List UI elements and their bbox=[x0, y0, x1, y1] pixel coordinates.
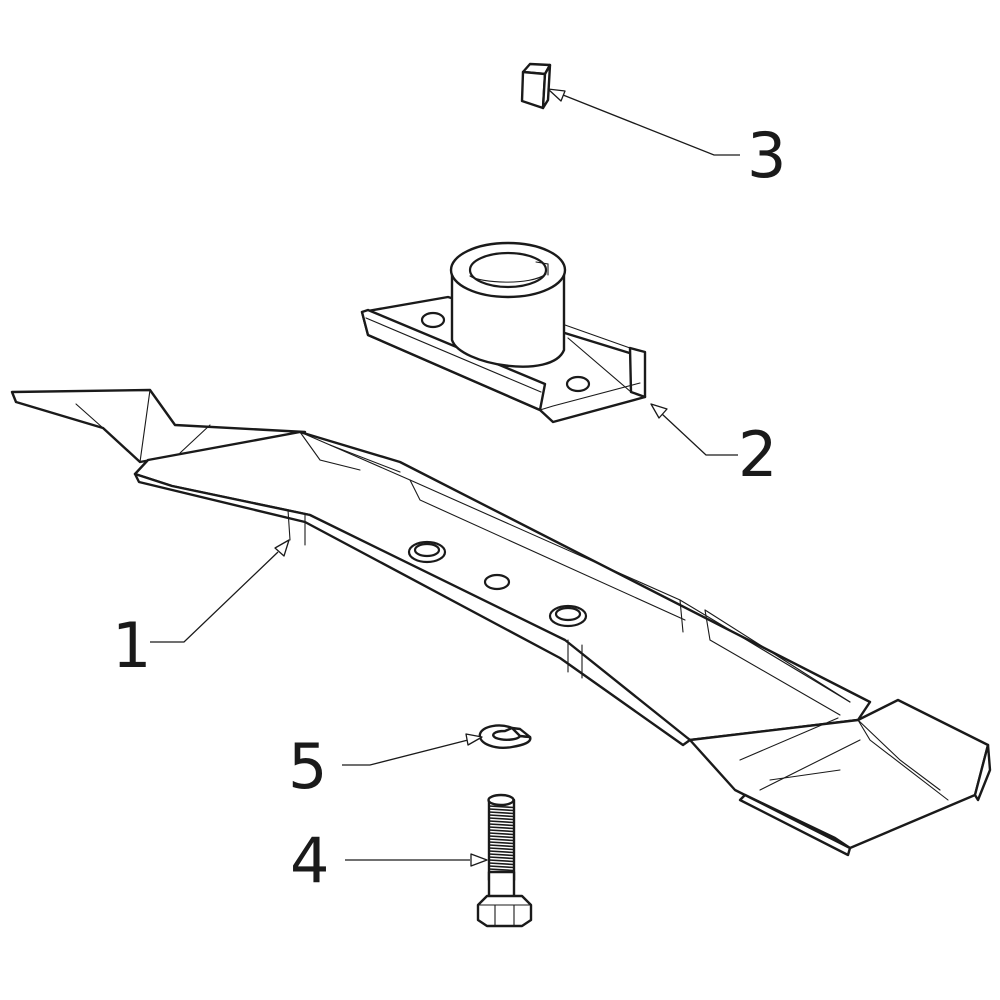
callout-4: 4 bbox=[290, 824, 329, 897]
bolt-thread-line bbox=[488, 811, 515, 815]
bolt-thread-line bbox=[488, 847, 515, 851]
leader-line-5 bbox=[342, 733, 483, 766]
leader-line-3 bbox=[547, 88, 740, 156]
bolt-thread-line bbox=[488, 850, 515, 854]
bolt-thread-line bbox=[488, 856, 515, 860]
bolt-thread-line bbox=[488, 826, 515, 830]
bolt-thread-line bbox=[488, 829, 515, 833]
bolt-thread-line bbox=[488, 853, 515, 857]
leader-line-2 bbox=[650, 403, 738, 456]
bolt-thread-line bbox=[488, 835, 515, 839]
bolt-thread-line bbox=[488, 805, 515, 809]
leader-line-1 bbox=[150, 539, 290, 643]
leader-line-4 bbox=[345, 853, 488, 867]
callout-2: 2 bbox=[738, 418, 777, 491]
bolt-thread-line bbox=[488, 868, 515, 872]
part-3-key bbox=[520, 62, 552, 110]
callout-3: 3 bbox=[747, 119, 786, 192]
bolt-thread-line bbox=[488, 823, 515, 827]
bolt-thread-line bbox=[488, 844, 515, 848]
callout-1: 1 bbox=[112, 609, 151, 682]
part-2-blade-adapter bbox=[360, 241, 647, 424]
bolt-thread-line bbox=[488, 832, 515, 836]
bolt-thread-line bbox=[488, 808, 515, 812]
bolt-thread-line bbox=[488, 865, 515, 869]
part-5-lock-washer bbox=[478, 724, 532, 749]
bolt-thread-line bbox=[488, 820, 515, 824]
bolt-thread-line bbox=[488, 814, 515, 818]
part-4-bolt bbox=[476, 793, 533, 928]
bolt-thread-line bbox=[488, 838, 515, 842]
bolt-thread-line bbox=[488, 817, 515, 821]
part-1-blade bbox=[10, 388, 992, 857]
bolt-thread-line bbox=[488, 841, 515, 845]
bolt-thread-line bbox=[488, 862, 515, 866]
bolt-thread-line bbox=[488, 859, 515, 863]
callout-5: 5 bbox=[288, 730, 327, 803]
